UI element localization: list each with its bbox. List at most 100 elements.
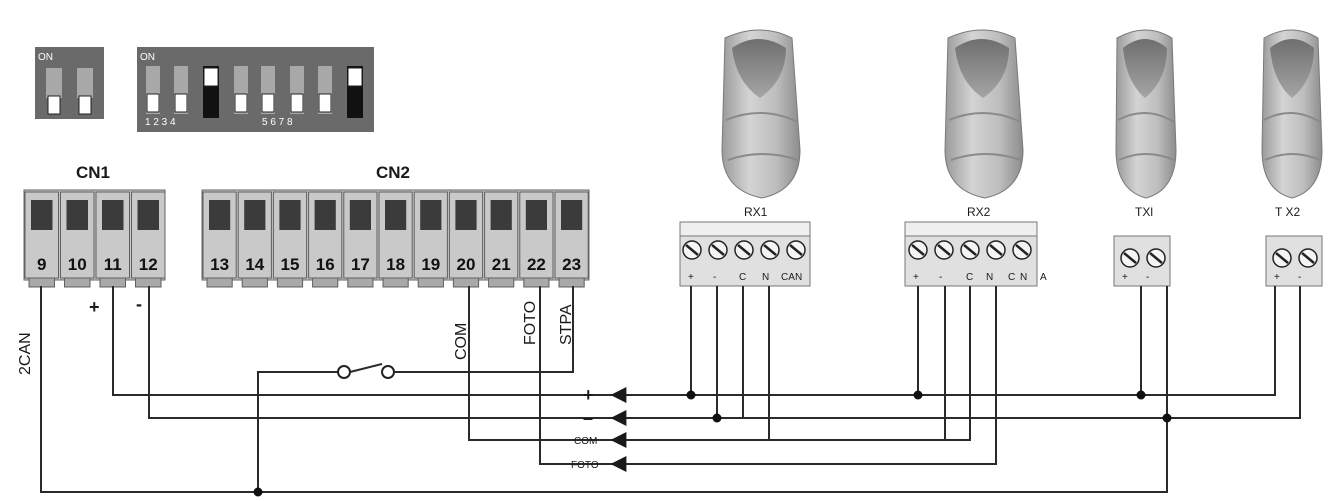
- cn1-pin-number-9: 9: [37, 255, 46, 274]
- cn1-pin-number-10: 10: [68, 255, 87, 274]
- bus-plus-label: +: [583, 385, 594, 405]
- rx2-term-n: N: [986, 272, 993, 283]
- dip8-slot-3: [203, 66, 219, 118]
- dip8-group-1-label: 1 2 3 4: [145, 117, 176, 128]
- junction-dots: [253, 390, 1172, 497]
- rx1-screws-screw-3: [734, 240, 754, 260]
- tx2-terminal-block: + -: [1265, 235, 1323, 287]
- sensor-rx2-illustration: [944, 29, 1024, 199]
- wire-plus-bus: [112, 286, 612, 396]
- rx1-term-ca: CA: [781, 272, 795, 283]
- signal-plus-label: +: [89, 297, 100, 317]
- tx1-term-plus: +: [1122, 272, 1128, 283]
- sensor-tx1-illustration: [1115, 29, 1177, 199]
- wire-stpa: [394, 286, 574, 373]
- rx1-screws-screw-4: [760, 240, 780, 260]
- rx2-screws-screw-2: [934, 240, 954, 260]
- dip8-slot-4: [234, 66, 248, 114]
- wire-foto: [539, 286, 612, 465]
- dip8-slot-8: [347, 66, 363, 118]
- tx2-term-plus: +: [1274, 272, 1280, 283]
- signal-com-label: COM: [453, 323, 470, 360]
- rx1-term-minus: -: [713, 272, 716, 283]
- device-rx2-label: RX2: [967, 205, 991, 219]
- cn2-pin-13: 13: [202, 191, 237, 288]
- cn2-pin-number-14: 14: [245, 255, 264, 274]
- rx2-term-a: A: [1040, 272, 1047, 283]
- wires: [40, 286, 1301, 493]
- rx2-screws-screw-4: [986, 240, 1006, 260]
- sensor-tx2-illustration: [1261, 29, 1323, 199]
- rx2-term-plus: +: [913, 272, 919, 283]
- rx2-screws-screw-5: [1012, 240, 1032, 260]
- cn2-pin-22: 22: [519, 191, 554, 288]
- signal-2can-label: 2CAN: [17, 332, 34, 375]
- rx2-term-n2: N: [1020, 272, 1027, 283]
- rx1-term-c: C: [739, 272, 746, 283]
- tx2-term-minus: -: [1298, 272, 1301, 283]
- wire-stpa-switch: [257, 371, 338, 492]
- cn1-pin-number-11: 11: [104, 255, 122, 274]
- device-tx1-label: TXl: [1135, 205, 1153, 219]
- dip8-group-2-label: 5 6 7 8: [262, 117, 293, 128]
- dip2-label-2: 2: [82, 118, 88, 129]
- rx2-screws-screw-3: [960, 240, 980, 260]
- cn2-pin-16: 16: [308, 191, 343, 288]
- rx2-terminal-block: + - C N C N A: [904, 221, 1047, 287]
- cn2-pin-number-13: 13: [210, 255, 229, 274]
- cn1-terminal-block: 9 10 11 12: [23, 189, 166, 288]
- cn2-pin-19: 19: [413, 191, 448, 288]
- tx2-screws-screw-1: [1272, 248, 1292, 268]
- rx2-term-c: C: [966, 272, 973, 283]
- rx2-screws-screw-1: [908, 240, 928, 260]
- dip2-slot-2: [77, 68, 93, 115]
- wire-com: [468, 286, 612, 441]
- cn2-pin-number-15: 15: [281, 255, 300, 274]
- cn2-pin-17: 17: [343, 191, 378, 288]
- rx1-terminal-block: + - C N CA N: [679, 221, 811, 287]
- switch-contact-left: [337, 365, 351, 379]
- wire-rx1-n: [768, 286, 946, 441]
- tx1-screws-screw-1: [1120, 248, 1140, 268]
- bus-labels: + – COM FOTO: [571, 385, 627, 472]
- cn2-pin-number-21: 21: [492, 255, 511, 274]
- dip8-slot-7: [318, 66, 332, 114]
- bus-com-label: COM: [574, 436, 597, 447]
- dip-switch-2: ON 1 2: [35, 47, 104, 129]
- cn2-pin-21: 21: [484, 191, 519, 288]
- wire-minus-bus: [148, 286, 612, 419]
- device-tx2-label: T X2: [1275, 205, 1300, 219]
- cn1-label: CN1: [76, 163, 110, 182]
- tx1-term-minus: -: [1146, 272, 1149, 283]
- signal-stpa-label: STPA: [558, 304, 575, 345]
- tx1-screws-screw-2: [1146, 248, 1166, 268]
- wire-com-devices: [612, 286, 971, 441]
- tx2-screws-screw-2: [1298, 248, 1318, 268]
- rx1-screws-screw-5: [786, 240, 806, 260]
- dip8-slot-2: [174, 66, 188, 114]
- rx1-term-n: N: [762, 272, 769, 283]
- cn2-pin-14: 14: [237, 191, 272, 288]
- cn2-pin-15: 15: [272, 191, 308, 288]
- rx1-screws-screw-1: [682, 240, 702, 260]
- rx2-term-c2: C: [1008, 272, 1015, 283]
- rx1-term-n2: N: [795, 272, 802, 283]
- cn2-pin-18: 18: [378, 191, 413, 288]
- cn2-pin-number-23: 23: [562, 255, 581, 274]
- cn2-pin-number-20: 20: [457, 255, 476, 274]
- dip2-label-1: 1: [50, 118, 56, 129]
- wire-minus-devices: [612, 286, 1301, 419]
- dip8-slot-6: [290, 66, 304, 114]
- cn2-pin-number-22: 22: [527, 255, 546, 274]
- dip-switch-8: ON 1 2 3 4 5 6 7 8: [137, 47, 374, 132]
- cn1-pin-12: 12: [131, 191, 166, 288]
- signal-minus-label: -: [136, 294, 142, 314]
- rx1-term-plus: +: [688, 272, 694, 283]
- signal-foto-label: FOTO: [522, 301, 539, 345]
- wire-switch-blade: [349, 363, 383, 373]
- device-rx1-label: RX1: [744, 205, 768, 219]
- cn1-pin-10: 10: [60, 191, 95, 288]
- cn2-pin-20: 20: [448, 191, 484, 288]
